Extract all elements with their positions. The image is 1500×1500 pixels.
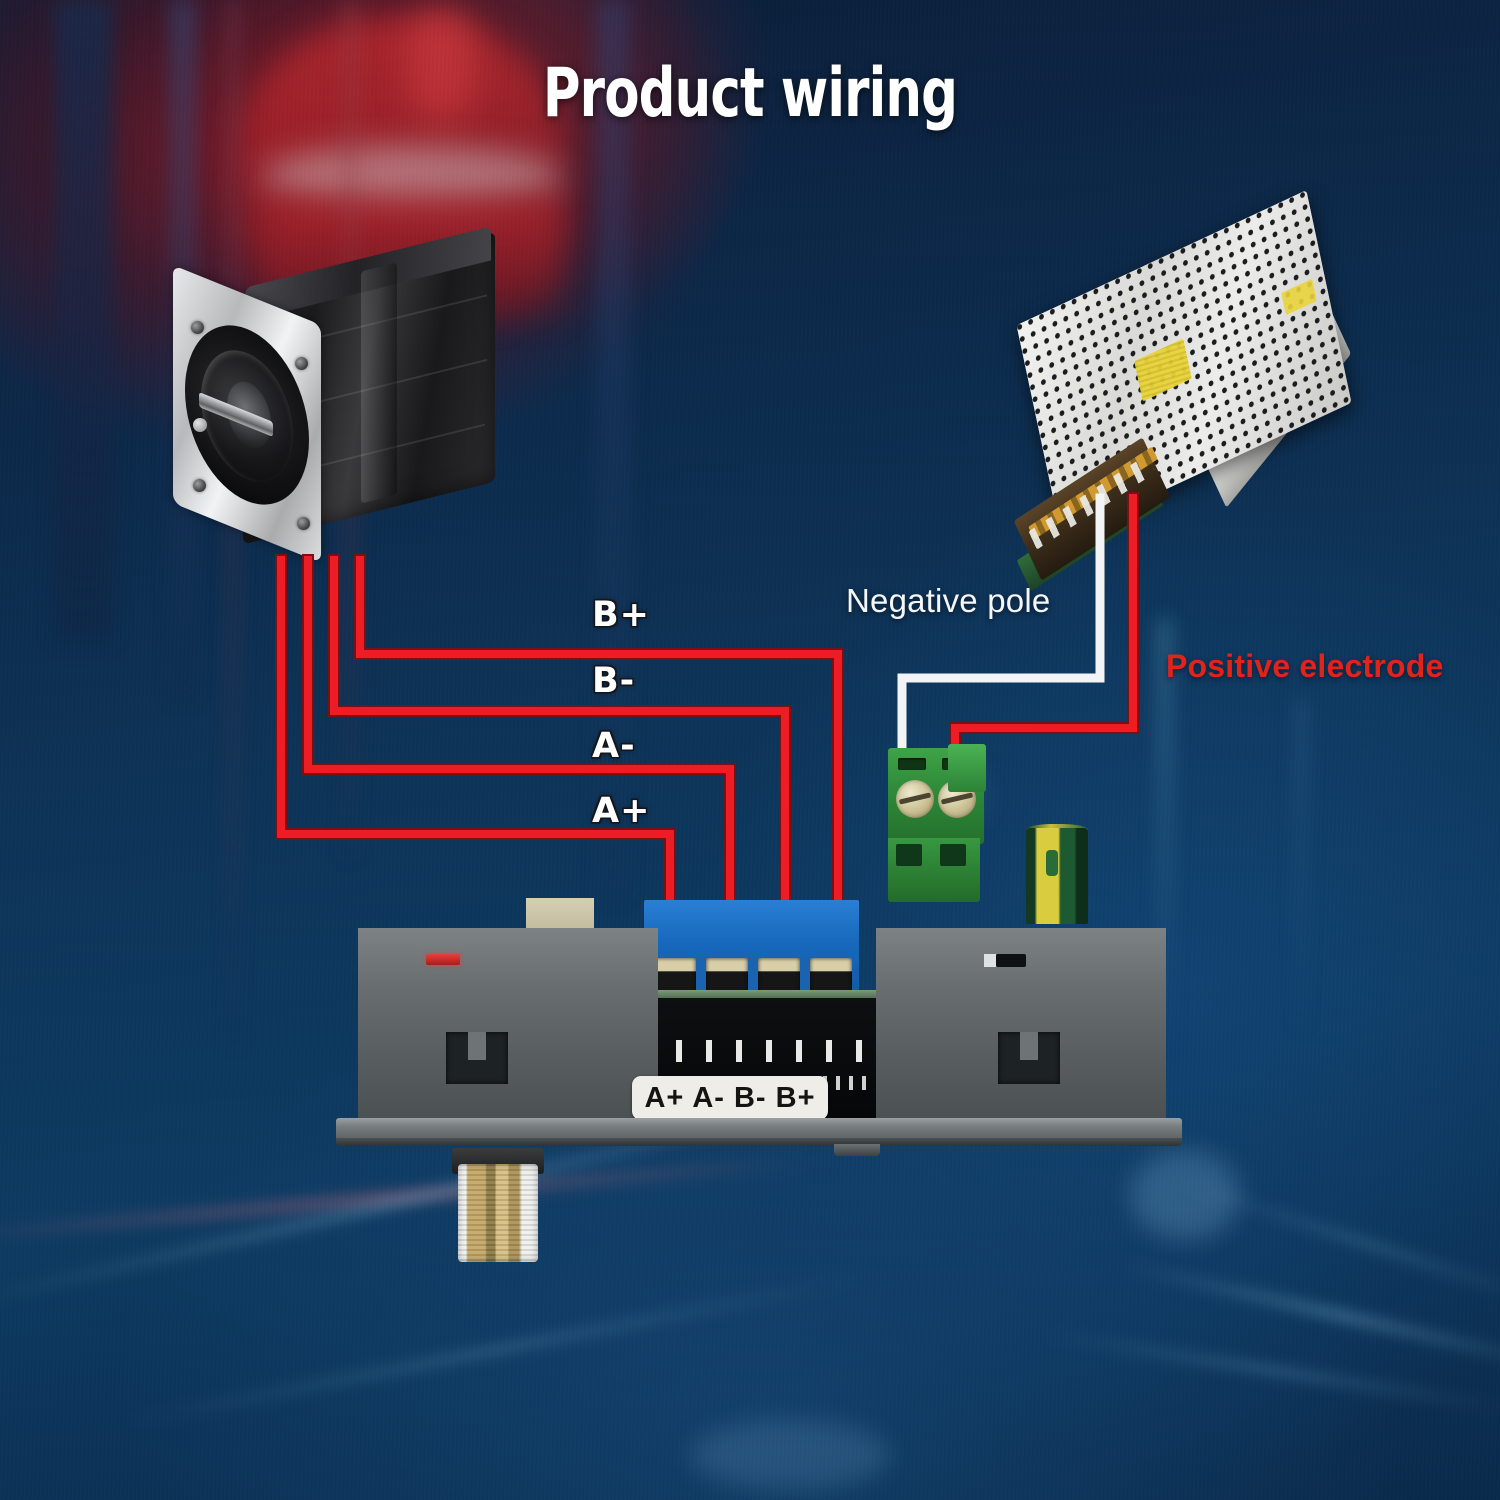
driver-base-plate xyxy=(336,1118,1182,1140)
green-terminal-screw-negative[interactable] xyxy=(896,780,934,818)
background-pillar xyxy=(55,0,113,640)
motor-screw xyxy=(295,357,308,370)
driver-heatsink-cutout xyxy=(998,1032,1060,1084)
green-terminal-slot xyxy=(898,758,926,770)
motor-screw xyxy=(191,321,204,334)
stepper-motor xyxy=(165,226,505,575)
background-pillar xyxy=(596,0,630,900)
driver-terminal-legend: A+ A- B- B+ xyxy=(632,1076,828,1120)
background-red-glow xyxy=(408,8,474,118)
wire-label-a-plus: A+ xyxy=(592,791,651,831)
motor-screw xyxy=(193,479,206,492)
background-glow xyxy=(1130,1150,1240,1240)
connector-threads xyxy=(458,1164,538,1262)
green-terminal-tab xyxy=(948,744,986,792)
background-pillar xyxy=(1296,700,1306,1030)
label-positive-electrode: Positive electrode xyxy=(1166,648,1444,684)
driver-mounting-foot xyxy=(834,1144,880,1156)
connector-barrel xyxy=(458,1164,538,1262)
wire-label-a-minus: A- xyxy=(592,726,636,766)
driver-heatsink-left xyxy=(358,928,658,1120)
blue-terminal-divider xyxy=(800,958,810,1004)
wire-b-minus xyxy=(330,556,789,959)
green-terminal-base xyxy=(888,838,980,902)
label-negative-pole: Negative pole xyxy=(846,582,1051,619)
driver-base-edge xyxy=(336,1138,1182,1146)
background-glow xyxy=(690,1420,890,1490)
wire-negative-pole xyxy=(897,493,1105,771)
wire-a-plus xyxy=(277,556,674,959)
wire-positive-electrode xyxy=(951,494,1137,770)
driver-bottom-connector xyxy=(452,1148,544,1262)
wire-label-b-plus: B+ xyxy=(592,595,651,635)
capacitor-polarity-mark xyxy=(1046,850,1058,876)
driver-status-indicator xyxy=(984,954,1026,967)
blue-terminal-divider xyxy=(696,958,706,1004)
blue-terminal-divider xyxy=(748,958,758,1004)
page-title: Product wiring xyxy=(542,54,958,133)
wire-b-plus xyxy=(356,556,842,959)
driver-power-led xyxy=(426,954,460,965)
motor-shaft-end xyxy=(193,418,207,432)
green-terminal-lower-slot xyxy=(896,844,922,866)
wire-label-b-minus: B- xyxy=(592,661,636,701)
motor-driver-board: A+ A- B- B+ xyxy=(336,744,1182,1262)
wire-a-minus xyxy=(304,556,734,959)
capacitor xyxy=(1026,828,1088,924)
green-terminal-lower-slot xyxy=(940,844,966,866)
motor-screw xyxy=(297,517,310,530)
blue-terminal-block xyxy=(644,900,859,1004)
driver-heatsink-cutout xyxy=(446,1032,508,1084)
